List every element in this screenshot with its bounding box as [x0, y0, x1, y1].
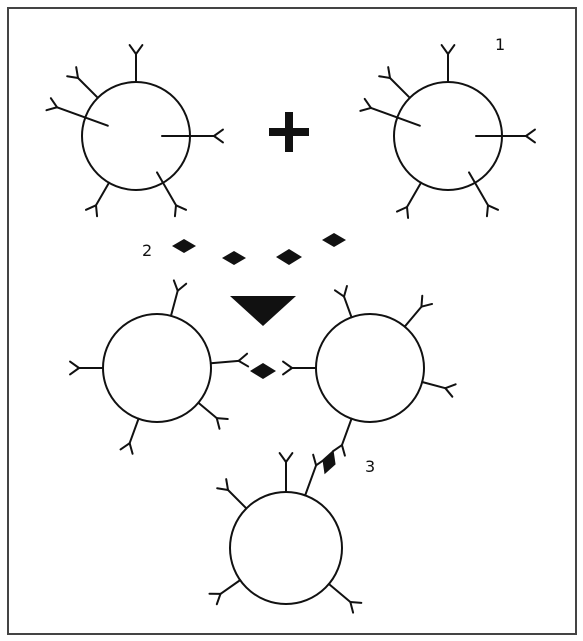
- antigen-icon: [322, 233, 346, 247]
- antigen-icon: [222, 251, 246, 265]
- down-arrow-icon: [230, 296, 296, 326]
- antigens-layer: [172, 233, 346, 477]
- cell-bottom: [209, 453, 361, 613]
- cell-middle-left: [70, 280, 248, 453]
- antigen-icon: [250, 363, 276, 379]
- label-step-3: 3: [365, 457, 375, 476]
- cell-membrane: [316, 314, 424, 422]
- antigen-icon: [172, 239, 196, 253]
- cell-middle-right: [283, 286, 456, 456]
- cell-top-left: [46, 45, 222, 216]
- label-step-1: 1: [495, 35, 505, 54]
- label-step-2: 2: [142, 241, 152, 260]
- antigen-icon: [276, 249, 302, 265]
- cell-membrane: [103, 314, 211, 422]
- plus-icon: [269, 112, 309, 152]
- cell-top-right: [360, 45, 535, 218]
